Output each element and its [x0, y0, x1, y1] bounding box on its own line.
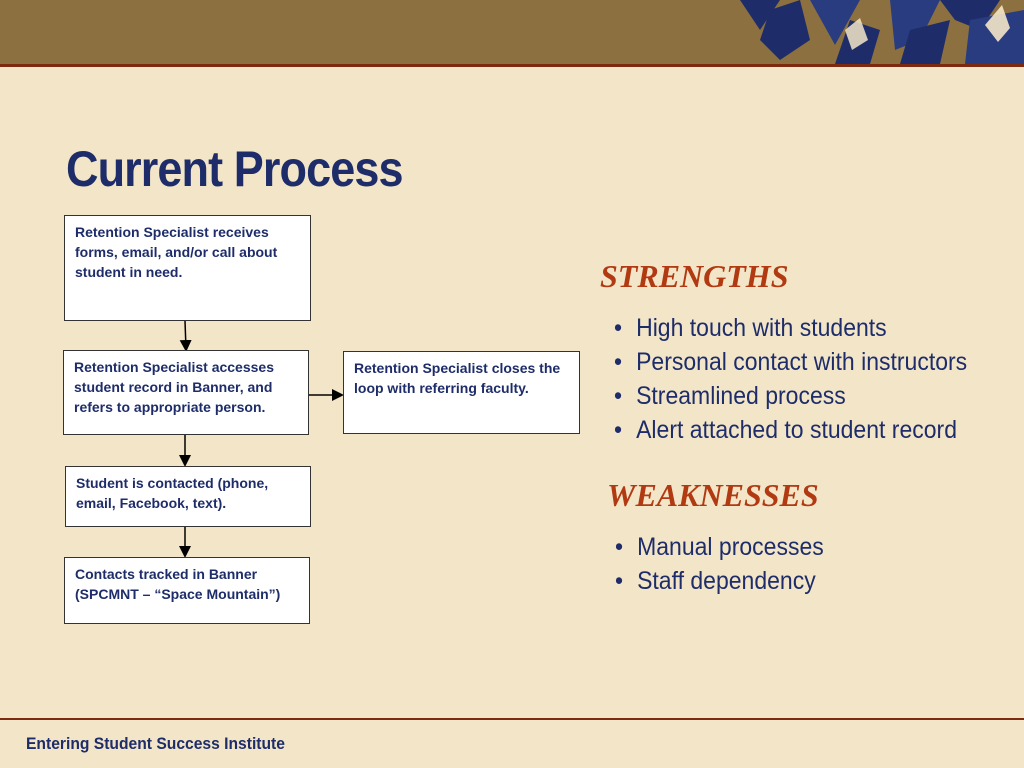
star-shape — [890, 0, 940, 50]
star-shape — [985, 5, 1010, 42]
page-title: Current Process — [66, 141, 404, 197]
star-shape — [810, 0, 860, 45]
star-shape — [740, 0, 780, 30]
strengths-list: High touch with students Personal contac… — [614, 311, 998, 447]
list-item: Streamlined process — [614, 379, 967, 413]
header-rule — [0, 64, 1024, 67]
footer-text: Entering Student Success Institute — [26, 734, 285, 753]
star-shape — [900, 20, 950, 64]
list-item: Personal contact with instructors — [614, 345, 967, 379]
strengths-heading: STRENGTHS — [600, 258, 789, 294]
flow-box-close-loop: Retention Specialist closes the loop wit… — [343, 351, 580, 434]
star-shape — [845, 18, 868, 50]
flow-box-access-record: Retention Specialist accesses student re… — [63, 350, 309, 435]
footer-rule — [0, 718, 1024, 720]
weaknesses-heading: WEAKNESSES — [607, 477, 819, 513]
list-item: Manual processes — [615, 530, 824, 564]
flow-box-contacts-tracked: Contacts tracked in Banner (SPCMNT – “Sp… — [64, 557, 310, 624]
flow-box-student-contacted: Student is contacted (phone, email, Face… — [65, 466, 311, 527]
star-shape — [760, 0, 810, 60]
star-decoration — [740, 0, 1024, 64]
list-item: Alert attached to student record — [614, 413, 967, 447]
list-item: High touch with students — [614, 311, 967, 345]
list-item: Staff dependency — [615, 564, 824, 598]
weaknesses-list: Manual processes Staff dependency — [615, 530, 842, 598]
flow-box-receive: Retention Specialist receives forms, ema… — [64, 215, 311, 321]
arrow-box1-to-box2 — [179, 320, 192, 352]
